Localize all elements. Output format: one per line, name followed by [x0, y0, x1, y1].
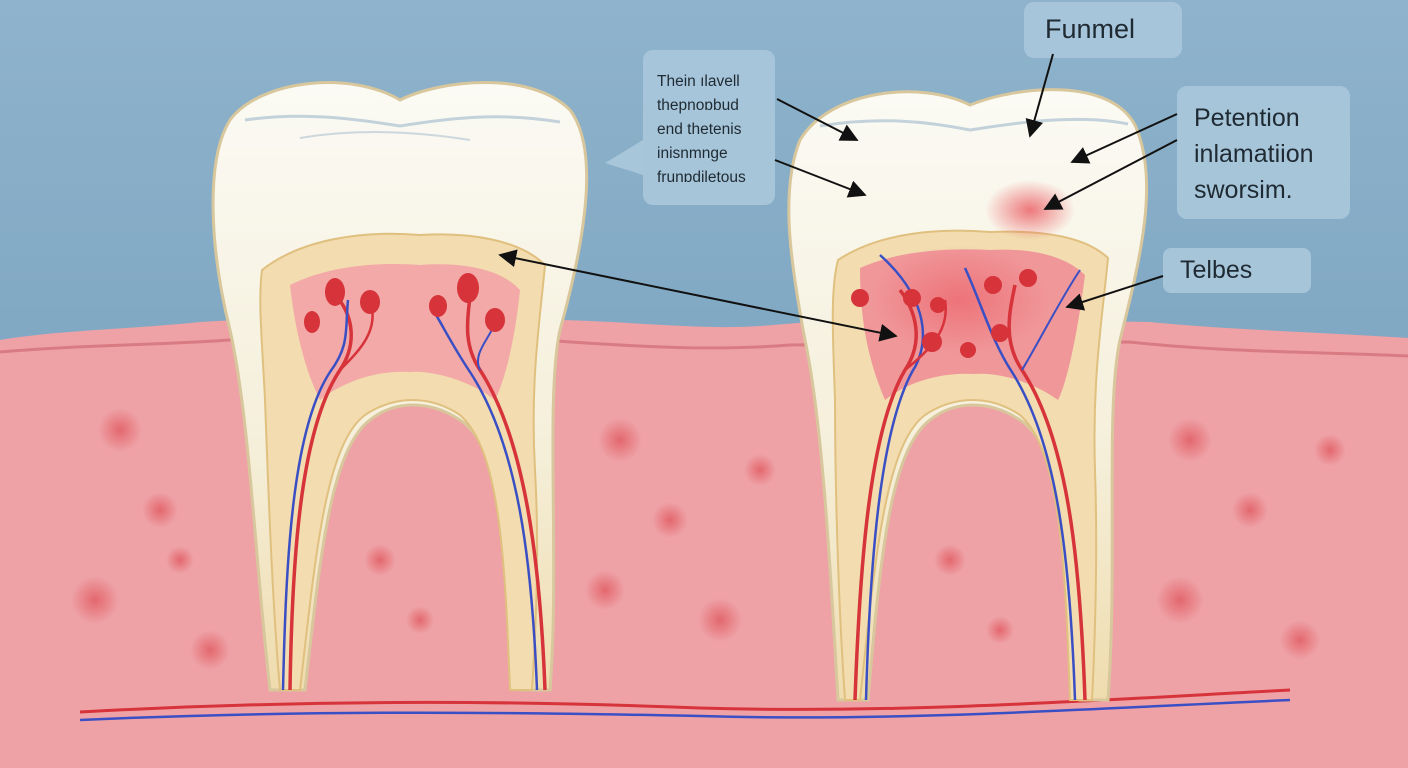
arrow-funnel: [1025, 53, 1054, 138]
left-note-line-3: end thetenis: [657, 121, 742, 138]
arrow-tubules: [1065, 275, 1164, 311]
arrow-inflammation-2: [1043, 139, 1178, 210]
arrow-left-note-enamel: [776, 98, 859, 141]
inflamed-pulp-vessels: [851, 254, 1087, 701]
arrow-comparison: [498, 249, 898, 342]
healthy-tooth: [211, 81, 589, 692]
leader-arrows: [498, 53, 1178, 342]
tubules-label: Telbes: [1180, 256, 1253, 284]
inflammation-callout: Petention inlamatiion sworsim.: [1177, 86, 1350, 219]
inflamed-tooth: [787, 88, 1149, 702]
left-note-line-5: frunɒdiletous: [657, 169, 746, 186]
inflammation-line-2: inlamatiion: [1194, 140, 1314, 168]
left-note-line-2: thepnoɒbud: [657, 97, 739, 114]
tissue-spots: [71, 408, 1346, 670]
funnel-label: Funmel: [1045, 14, 1136, 44]
gum-tissue: [0, 318, 1408, 768]
arrow-left-note-dentin: [774, 159, 867, 198]
inflammation-line-3: sworsim.: [1194, 176, 1293, 204]
left-note-callout: Thein ılavell thepnoɒbud end thetenis in…: [643, 50, 775, 205]
funnel-callout: Funmel: [1024, 2, 1182, 58]
left-note-line-1: Thein ılavell: [657, 73, 740, 90]
tubules-callout: Telbes: [1163, 248, 1311, 293]
arrow-inflammation-1: [1070, 113, 1178, 164]
callout-backgrounds: [605, 2, 1350, 293]
left-note-line-4: inisnmnge: [657, 145, 728, 162]
inflammation-line-1: Petention: [1194, 104, 1300, 132]
